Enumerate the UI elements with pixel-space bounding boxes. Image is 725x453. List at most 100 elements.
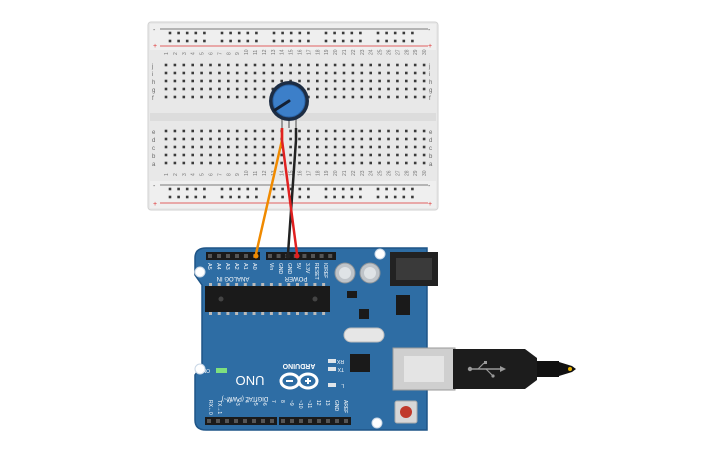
breadboard-hole[interactable] bbox=[350, 195, 354, 199]
breadboard-hole[interactable] bbox=[360, 95, 364, 99]
breadboard-hole[interactable] bbox=[177, 39, 180, 43]
breadboard-hole[interactable] bbox=[182, 161, 186, 165]
breadboard-hole[interactable] bbox=[324, 129, 328, 133]
breadboard-hole[interactable] bbox=[220, 195, 224, 199]
breadboard-hole[interactable] bbox=[289, 187, 293, 191]
breadboard-hole[interactable] bbox=[298, 79, 301, 83]
breadboard-hole[interactable] bbox=[244, 137, 248, 141]
breadboard-hole[interactable] bbox=[220, 39, 224, 43]
breadboard-hole[interactable] bbox=[378, 87, 381, 91]
breadboard-hole[interactable] bbox=[359, 39, 362, 43]
breadboard-hole[interactable] bbox=[422, 79, 426, 83]
breadboard-hole[interactable] bbox=[333, 87, 337, 91]
breadboard-hole[interactable] bbox=[209, 63, 212, 67]
breadboard-hole[interactable] bbox=[316, 63, 319, 67]
breadboard-hole[interactable] bbox=[244, 87, 248, 91]
breadboard-hole[interactable] bbox=[378, 161, 381, 165]
breadboard-hole[interactable] bbox=[298, 145, 301, 149]
breadboard-hole[interactable] bbox=[209, 95, 212, 99]
breadboard-holes[interactable] bbox=[164, 31, 426, 199]
breadboard-hole[interactable] bbox=[262, 63, 266, 67]
breadboard-hole[interactable] bbox=[235, 71, 239, 75]
breadboard-hole[interactable] bbox=[182, 145, 186, 149]
breadboard-hole[interactable] bbox=[378, 95, 381, 99]
breadboard-hole[interactable] bbox=[164, 137, 168, 141]
breadboard-hole[interactable] bbox=[280, 161, 283, 165]
breadboard-hole[interactable] bbox=[351, 95, 355, 99]
breadboard-hole[interactable] bbox=[289, 145, 292, 149]
breadboard-hole[interactable] bbox=[203, 187, 206, 191]
breadboard-hole[interactable] bbox=[405, 161, 408, 165]
breadboard-hole[interactable] bbox=[298, 39, 302, 43]
breadboard-hole[interactable] bbox=[359, 195, 362, 199]
breadboard-hole[interactable] bbox=[402, 31, 406, 35]
breadboard-hole[interactable] bbox=[218, 71, 221, 75]
breadboard-hole[interactable] bbox=[333, 187, 336, 191]
breadboard-hole[interactable] bbox=[244, 161, 248, 165]
breadboard-hole[interactable] bbox=[316, 129, 319, 133]
breadboard-hole[interactable] bbox=[168, 195, 172, 199]
breadboard-hole[interactable] bbox=[246, 39, 250, 43]
breadboard-hole[interactable] bbox=[387, 63, 390, 67]
breadboard-hole[interactable] bbox=[255, 195, 258, 199]
breadboard-hole[interactable] bbox=[369, 95, 372, 99]
breadboard-hole[interactable] bbox=[194, 31, 198, 35]
breadboard-hole[interactable] bbox=[396, 137, 399, 141]
breadboard-hole[interactable] bbox=[209, 87, 212, 91]
breadboard-hole[interactable] bbox=[182, 87, 186, 91]
breadboard-hole[interactable] bbox=[298, 31, 302, 35]
breadboard-hole[interactable] bbox=[173, 145, 177, 149]
breadboard-hole[interactable] bbox=[298, 63, 301, 67]
breadboard-hole[interactable] bbox=[185, 195, 189, 199]
breadboard-hole[interactable] bbox=[164, 63, 168, 67]
breadboard-hole[interactable] bbox=[173, 79, 177, 83]
breadboard-hole[interactable] bbox=[244, 63, 248, 67]
breadboard-hole[interactable] bbox=[191, 63, 194, 67]
breadboard-hole[interactable] bbox=[422, 71, 426, 75]
breadboard-hole[interactable] bbox=[369, 137, 372, 141]
breadboard-hole[interactable] bbox=[191, 87, 194, 91]
breadboard-hole[interactable] bbox=[360, 153, 364, 157]
breadboard-hole[interactable] bbox=[351, 63, 355, 67]
breadboard-hole[interactable] bbox=[280, 153, 283, 157]
breadboard-hole[interactable] bbox=[173, 129, 177, 133]
breadboard-hole[interactable] bbox=[307, 79, 310, 83]
digital-header-low[interactable] bbox=[205, 417, 277, 425]
breadboard-hole[interactable] bbox=[307, 145, 310, 149]
breadboard-hole[interactable] bbox=[271, 145, 275, 149]
breadboard-hole[interactable] bbox=[378, 63, 381, 67]
breadboard-hole[interactable] bbox=[422, 153, 426, 157]
breadboard-hole[interactable] bbox=[422, 145, 426, 149]
breadboard-hole[interactable] bbox=[324, 145, 328, 149]
breadboard-hole[interactable] bbox=[235, 63, 239, 67]
breadboard-hole[interactable] bbox=[396, 87, 399, 91]
breadboard-hole[interactable] bbox=[164, 129, 168, 133]
breadboard-hole[interactable] bbox=[422, 95, 426, 99]
breadboard-hole[interactable] bbox=[244, 79, 248, 83]
breadboard-hole[interactable] bbox=[324, 153, 328, 157]
breadboard-hole[interactable] bbox=[289, 31, 293, 35]
breadboard-hole[interactable] bbox=[235, 87, 239, 91]
breadboard-hole[interactable] bbox=[405, 71, 408, 75]
breadboard-hole[interactable] bbox=[298, 153, 301, 157]
breadboard-hole[interactable] bbox=[253, 161, 257, 165]
breadboard-hole[interactable] bbox=[396, 129, 399, 133]
breadboard-hole[interactable] bbox=[342, 129, 346, 133]
breadboard-hole[interactable] bbox=[396, 161, 399, 165]
breadboard-hole[interactable] bbox=[255, 31, 258, 35]
breadboard-hole[interactable] bbox=[280, 79, 283, 83]
breadboard-hole[interactable] bbox=[289, 129, 292, 133]
breadboard-hole[interactable] bbox=[351, 129, 355, 133]
breadboard-hole[interactable] bbox=[244, 129, 248, 133]
breadboard-hole[interactable] bbox=[324, 79, 328, 83]
breadboard-hole[interactable] bbox=[378, 137, 381, 141]
breadboard-hole[interactable] bbox=[168, 187, 172, 191]
breadboard-hole[interactable] bbox=[281, 195, 284, 199]
breadboard-hole[interactable] bbox=[280, 71, 283, 75]
breadboard-hole[interactable] bbox=[333, 137, 337, 141]
breadboard-hole[interactable] bbox=[253, 129, 257, 133]
breadboard-hole[interactable] bbox=[324, 87, 328, 91]
breadboard-hole[interactable] bbox=[173, 63, 177, 67]
breadboard-hole[interactable] bbox=[351, 87, 355, 91]
breadboard-hole[interactable] bbox=[191, 79, 194, 83]
